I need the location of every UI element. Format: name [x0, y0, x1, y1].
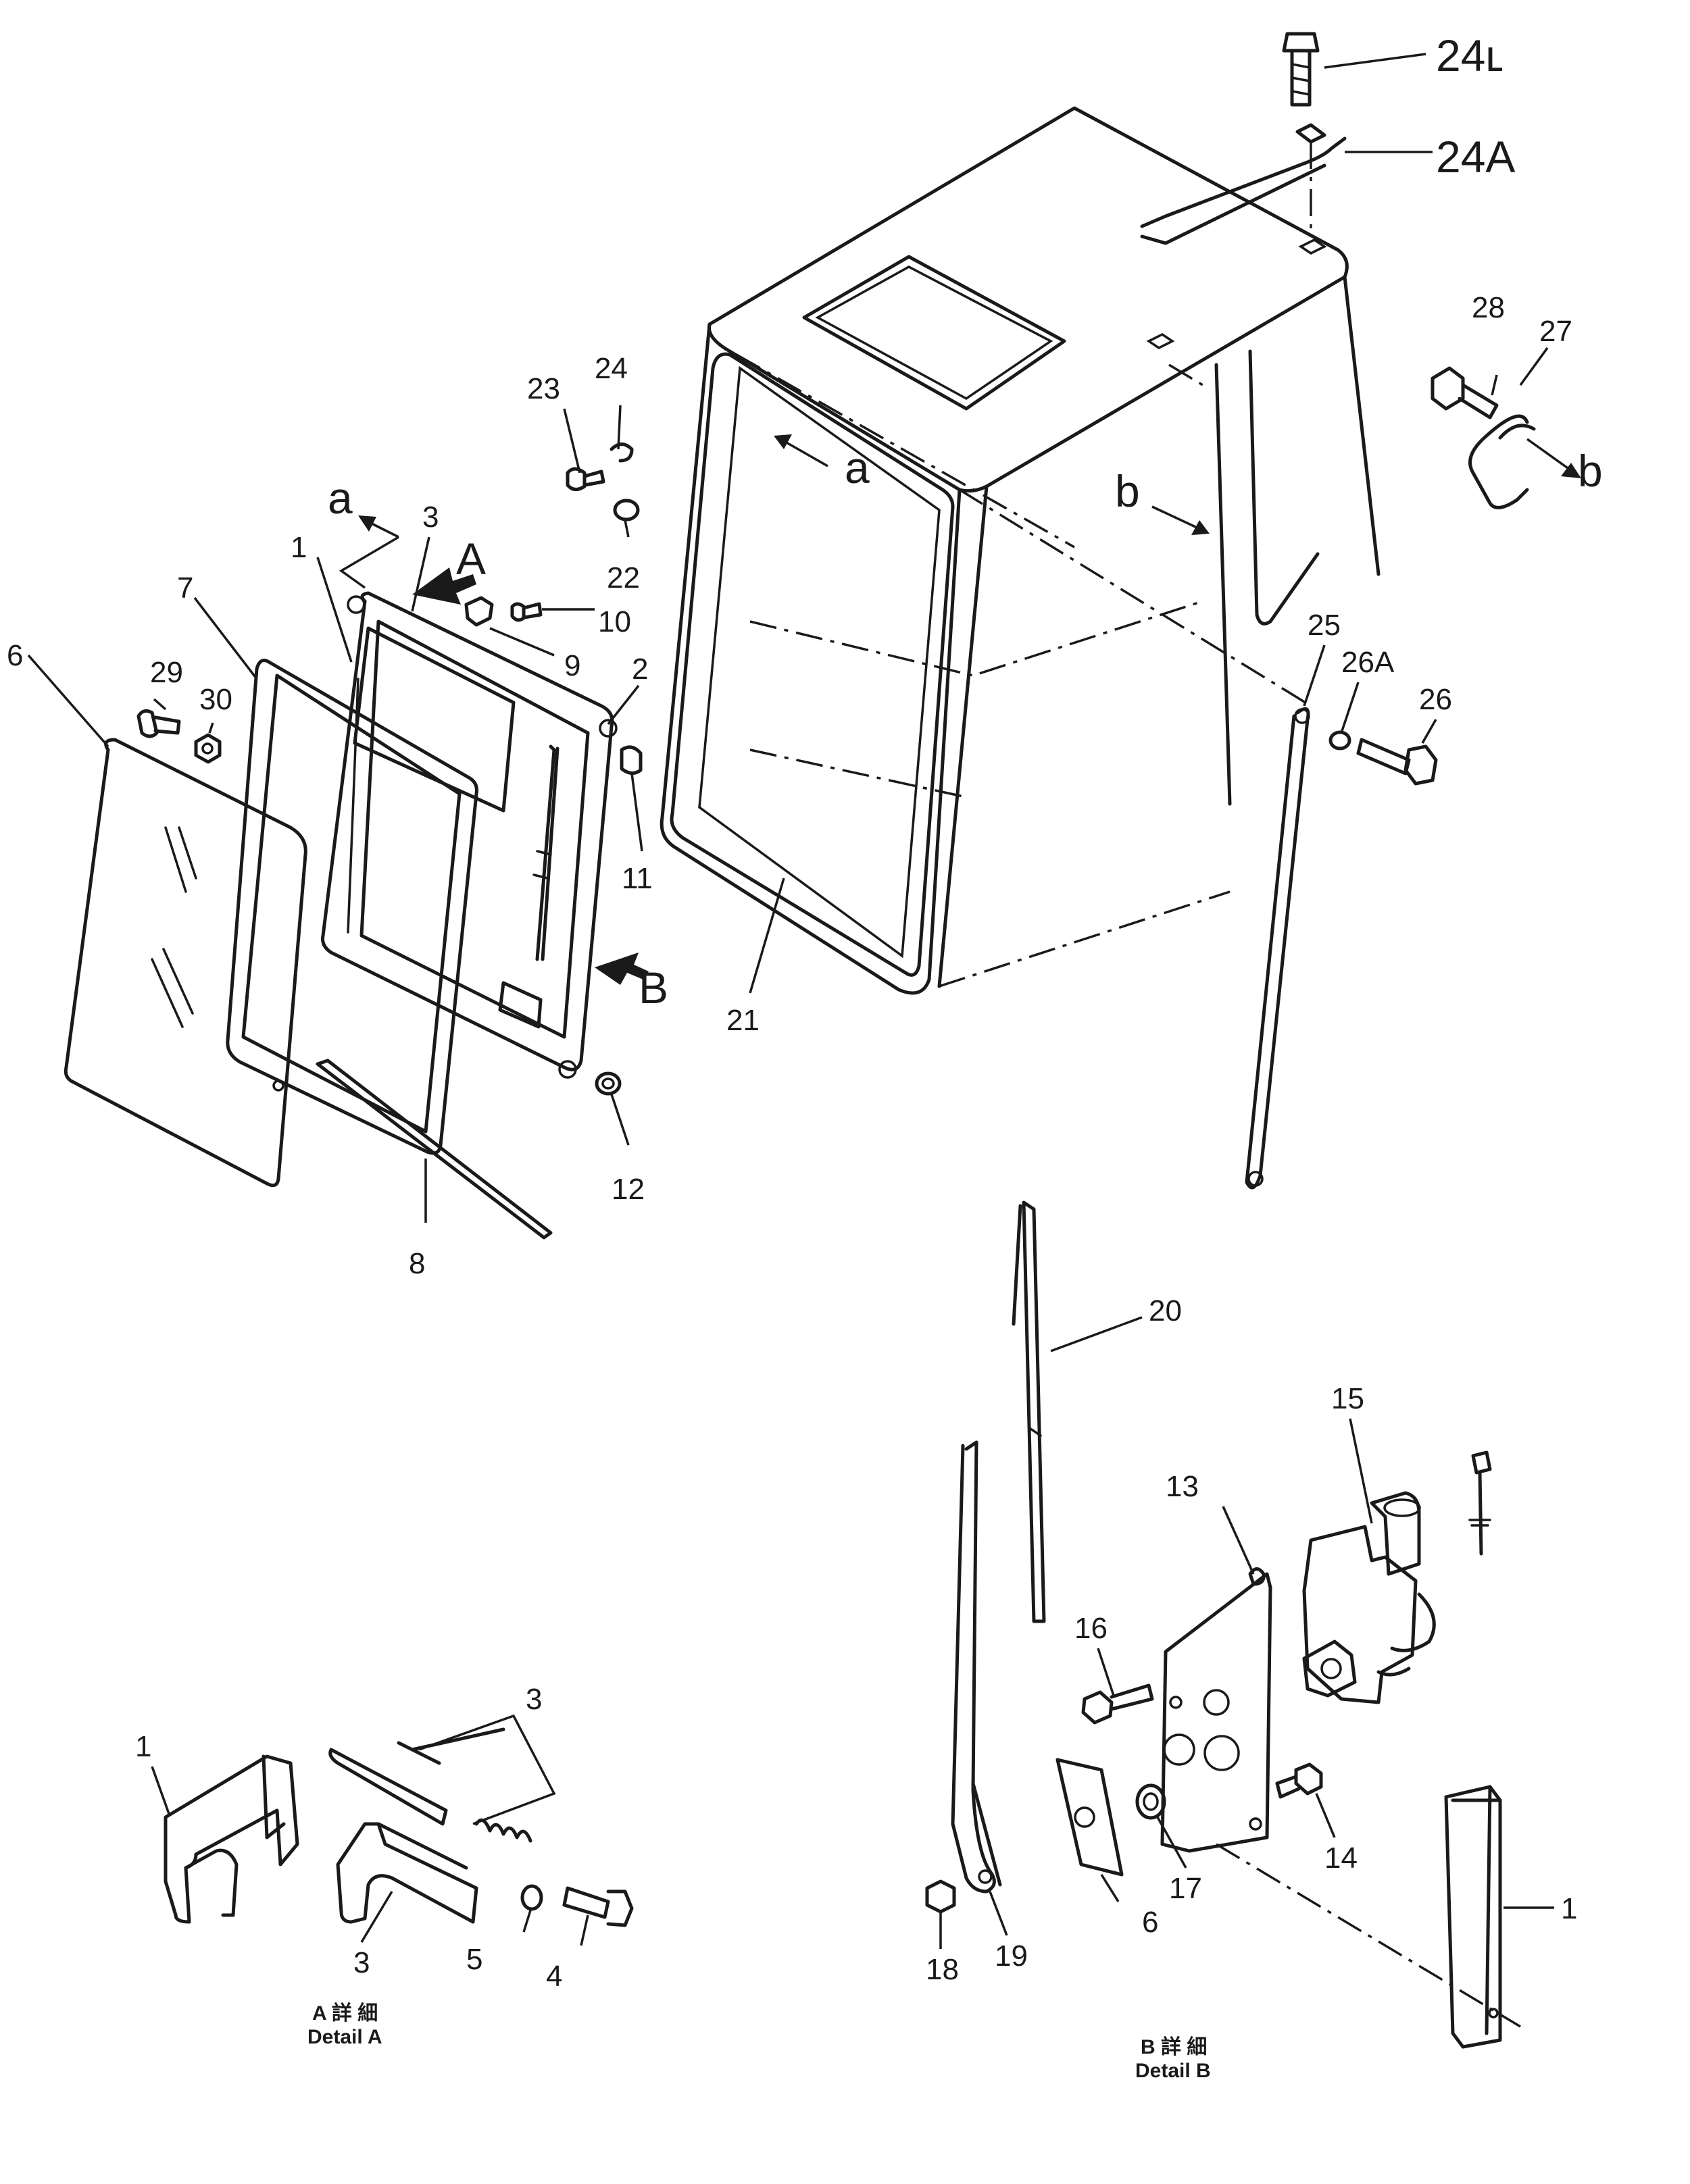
callout-6-detail-b: 6 — [1142, 1906, 1158, 1939]
callout-14: 14 — [1324, 1842, 1358, 1875]
detail-b-pad-6 — [1055, 1758, 1124, 1877]
callout-26a: 26A — [1341, 646, 1395, 679]
cushion-22 — [613, 499, 640, 522]
callout-arrow-b: B — [639, 963, 668, 1013]
detail-b-nut-18 — [925, 1879, 956, 1914]
clip-24 — [610, 442, 634, 463]
callout-24a: 24A — [1436, 132, 1515, 182]
strut-25 — [1245, 707, 1310, 1190]
callout-labels: 24ʟ 24A 28 27 b 23 24 a b a 3 A 1 7 6 29… — [7, 30, 1603, 1993]
callout-13: 13 — [1166, 1470, 1199, 1503]
catch-9 — [464, 596, 494, 627]
callout-21: 21 — [726, 1004, 760, 1037]
arrow-a-direction — [412, 567, 476, 605]
callout-1-top: 1 — [291, 531, 307, 564]
callout-20: 20 — [1149, 1294, 1182, 1327]
detail-a-pin-3 — [328, 1727, 505, 1826]
handle-27 — [1468, 414, 1536, 509]
screw-10 — [510, 602, 543, 622]
callout-a-4: 4 — [546, 1960, 562, 1993]
callout-1-detail-b: 1 — [1561, 1892, 1577, 1925]
callout-6-top: 6 — [7, 639, 23, 672]
caption-detail-b-jp: B 詳 細 — [1141, 2035, 1207, 2058]
arrow-ref-a-cab — [774, 434, 828, 467]
callout-ref-b-cab: b — [1115, 466, 1140, 516]
weatherstrip-8 — [316, 1059, 553, 1240]
roof-bracket-24a — [1140, 123, 1347, 245]
callout-a-3-bottom: 3 — [353, 1946, 370, 1979]
washer-26a — [1328, 730, 1351, 751]
callout-27: 27 — [1539, 315, 1572, 348]
detail-a-bracket-1 — [164, 1754, 299, 1924]
bolt-29 — [136, 709, 181, 738]
caption-detail-a-jp: A 詳 細 — [312, 2002, 378, 2025]
detail-captions: A 詳 細 Detail A B 詳 細 Detail B — [307, 2002, 1211, 2082]
bolt-28 — [1431, 366, 1499, 420]
detail-a-washer-5 — [520, 1884, 543, 1911]
arrow-ref-b-cab — [1151, 505, 1210, 535]
arrow-ref-a-left — [339, 515, 399, 589]
callout-30: 30 — [199, 683, 232, 716]
nut-30 — [194, 733, 222, 764]
callout-15: 15 — [1331, 1382, 1364, 1415]
cushion-11 — [620, 745, 643, 775]
callout-8: 8 — [409, 1247, 425, 1280]
callout-17: 17 — [1169, 1872, 1202, 1905]
callout-22: 22 — [607, 561, 640, 594]
caption-detail-a-en: Detail A — [307, 2026, 382, 2048]
door-glass-6 — [64, 738, 307, 1188]
callout-9: 9 — [564, 649, 580, 682]
detail-b-post-1 — [1444, 1785, 1502, 2049]
bolt-26 — [1356, 738, 1438, 786]
detail-a-latch-3 — [336, 1822, 478, 1924]
callout-ref-b-right: b — [1578, 446, 1603, 496]
detail-a-spring — [474, 1818, 532, 1843]
top-bolt-24l — [1282, 32, 1320, 107]
detail-a-bolt-4 — [562, 1886, 634, 1927]
callout-29: 29 — [150, 656, 183, 689]
callout-19: 19 — [995, 1939, 1028, 1973]
callout-ref-a-left: a — [328, 473, 353, 523]
callout-a-5: 5 — [466, 1943, 482, 1976]
detail-b-bolt-14 — [1275, 1762, 1323, 1799]
door-frame-1 — [321, 591, 618, 1079]
seal-7 — [226, 659, 478, 1155]
detail-b-arm-20 — [1012, 1200, 1046, 1623]
callout-2: 2 — [632, 653, 648, 686]
cushion-12 — [595, 1071, 622, 1096]
leader-lines — [27, 53, 1554, 1949]
cab-frame — [660, 106, 1381, 995]
screw-23 — [566, 467, 605, 491]
detail-b-phantom-line — [1216, 1843, 1521, 2028]
callout-24: 24 — [595, 352, 628, 385]
callout-18: 18 — [926, 1953, 959, 1986]
callout-25: 25 — [1308, 609, 1341, 642]
callout-arrow-a: A — [456, 534, 486, 584]
caption-detail-b-en: Detail B — [1135, 2060, 1211, 2082]
callout-7: 7 — [177, 572, 193, 605]
callout-12: 12 — [612, 1173, 645, 1206]
detail-b-motor-15 — [1302, 1450, 1492, 1704]
arrow-b-direction — [595, 953, 649, 985]
callout-11: 11 — [622, 862, 653, 895]
callout-16: 16 — [1074, 1612, 1108, 1645]
callout-a-1: 1 — [135, 1730, 151, 1763]
callout-23: 23 — [527, 372, 560, 405]
callout-24l: 24ʟ — [1436, 30, 1503, 80]
callout-28: 28 — [1472, 291, 1505, 324]
callout-3-top: 3 — [422, 501, 439, 534]
detail-b-plate-13 — [1160, 1567, 1272, 1853]
callout-a-3-top: 3 — [526, 1683, 542, 1716]
callout-10: 10 — [598, 605, 631, 638]
detail-b-bushing-17 — [1135, 1783, 1166, 1820]
callout-ref-a-cab: a — [845, 442, 870, 492]
arrow-ref-b-right — [1526, 438, 1581, 478]
detail-b-blade-19 — [951, 1440, 1002, 1894]
callout-26: 26 — [1419, 683, 1452, 716]
detail-b-bolt-16 — [1081, 1683, 1154, 1725]
